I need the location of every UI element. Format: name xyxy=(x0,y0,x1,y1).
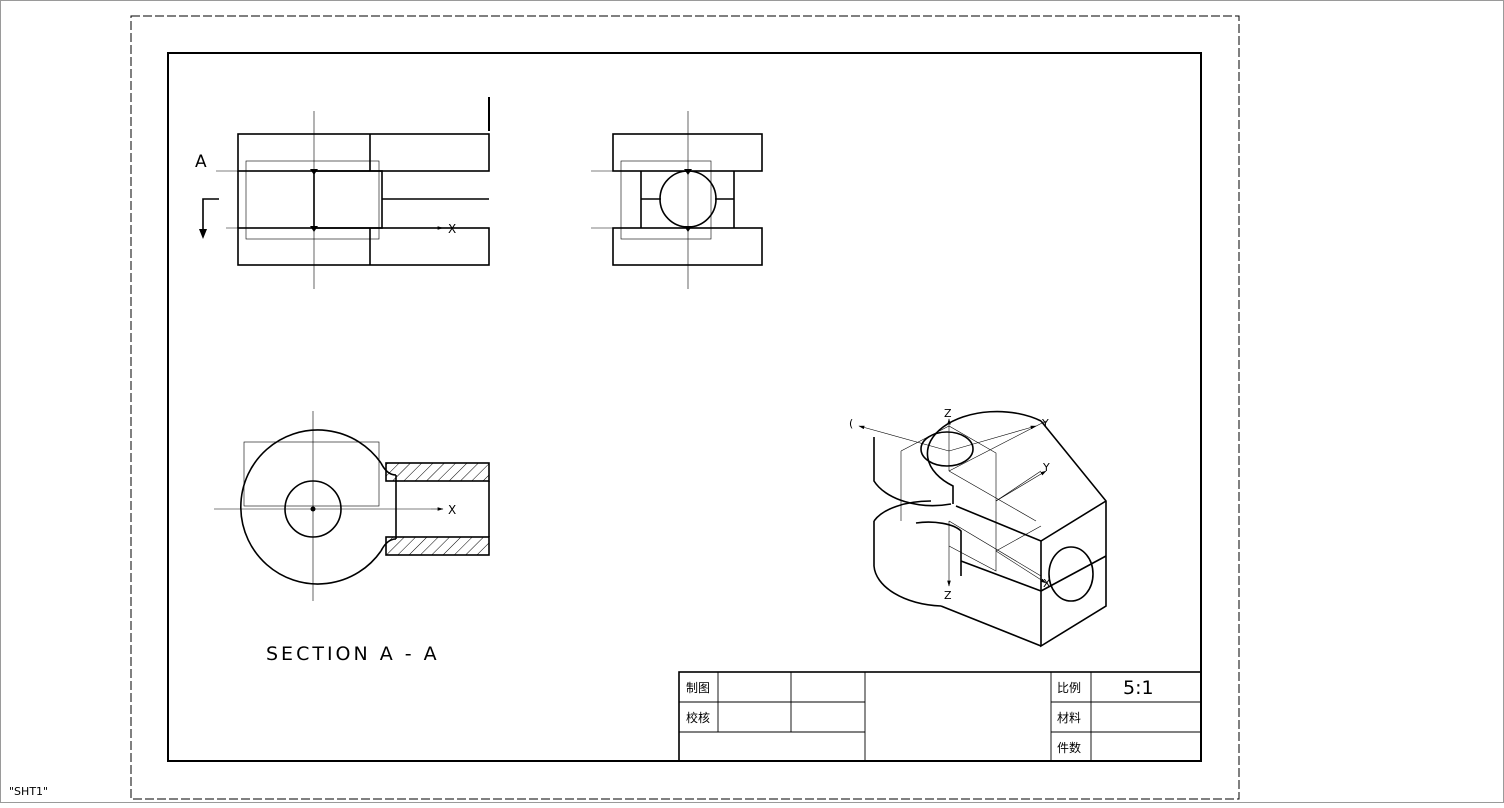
section-x-axis-label: X xyxy=(448,503,456,517)
section-caption: SECTION A - A xyxy=(266,643,440,665)
scale-value: 5:1 xyxy=(1123,677,1154,699)
iso-y-top-label: Y xyxy=(1041,417,1049,430)
title-block: 制图 校核 比例 5:1 材料 件数 xyxy=(678,671,1202,762)
iso-y-mid-label: Y xyxy=(1042,461,1050,474)
isometric-view: Z Y Y X Z ( xyxy=(849,407,1107,648)
scale-label: 比例 xyxy=(1057,681,1081,695)
trim-border xyxy=(130,15,1240,800)
quantity-label: 件数 xyxy=(1057,740,1081,755)
drawn-by-label: 制图 xyxy=(686,681,710,695)
iso-x-right-label: X xyxy=(1043,577,1051,590)
front-x-axis-label: X xyxy=(448,222,456,236)
section-mark-label: A xyxy=(195,152,207,172)
side-view xyxy=(591,111,763,289)
iso-z-top-label: Z xyxy=(944,407,952,420)
front-view: A X xyxy=(195,97,490,289)
iso-left-label: ( xyxy=(849,417,853,430)
material-label: 材料 xyxy=(1057,711,1081,725)
iso-z-bottom-label: Z xyxy=(944,589,952,602)
section-view: X SECTION A - A xyxy=(214,411,490,665)
checked-by-label: 校核 xyxy=(686,710,710,725)
sheet-name-label: "SHT1" xyxy=(9,785,49,798)
